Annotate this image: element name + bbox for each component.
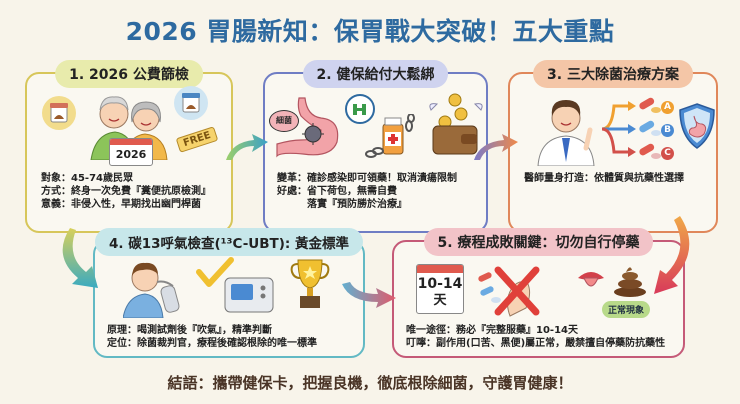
nhi-logo-icon [345,94,375,124]
stomach-shield-icon [678,102,716,150]
arrow-2-to-3 [474,134,518,160]
panel-title: 4. 碳13呼氣檢查(¹³C-UBT): 黃金標準 [94,228,364,256]
option-c-badge: C [661,147,674,160]
panel-insurance-coverage: 2. 健保給付大鬆綁 細菌 變革：確診感染即可領藥！取 [263,60,488,233]
calendar-2026: 2026 [109,138,153,166]
wallet-coins-icon [427,92,485,160]
panel-title: 2. 健保給付大鬆綁 [302,60,449,88]
panel-breath-test: 4. 碳13呼氣檢查(¹³C-UBT): 黃金標準 原理：喝測試劑後『吹 [93,228,365,358]
pills-icon [638,96,662,162]
doctor-icon [534,92,600,167]
stool-container-icon [50,103,68,123]
page-title: 2026 胃腸新知：保胃戰大突破！五大重點 [125,17,615,46]
panel-text: 原理：喝測試劑後『吹氣』，精準判斷 定位：除菌裁判官，療程後確認根除的唯一標準 [107,325,317,349]
stomach-bacteria-icon [271,96,351,158]
bitter-tongue-icon [576,268,606,296]
treatment-branch-arrows [598,96,638,162]
arrow-4-to-5 [342,282,396,308]
normal-phenomenon-tag: 正常現象 [602,301,651,318]
arrow-3-to-5 [654,216,690,294]
option-b-badge: B [661,124,674,137]
option-a-badge: A [661,101,674,114]
panel-title: 5. 療程成敗關鍵：切勿自行停藥 [423,228,654,256]
conclusion-text: 結語：攜帶健保卡，把握良機，徹底根除細菌，守護胃健康！ [167,374,573,392]
child-breath-test-icon [122,258,195,319]
panel-public-screening: 1. 2026 公費篩檢 2026 FREE 對象：4 [25,60,233,233]
panel-text: 對象：45-74歲民眾 方式：終身一次免費『糞便抗原檢測』 意義：非侵入性，早期… [41,173,211,210]
arrow-1-to-4 [62,228,98,288]
no-stopping-medicine-icon [476,260,542,320]
stool-sample-bubble-left [42,96,76,130]
panel-text: 變革：確診感染即可領藥！取消潰瘍限制 好處：省下荷包，無需自費 落實『預防勝於治… [277,173,457,210]
arrow-1-to-2 [226,134,268,160]
breath-analyzer-machine-icon [223,274,275,314]
panel-title: 3. 三大除菌治療方案 [533,60,693,88]
stool-container-icon [182,93,200,113]
panel-title: 1. 2026 公費篩檢 [55,60,203,88]
panel-treatment-options: 3. 三大除菌治療方案 A B C [508,60,718,233]
dark-stool-icon [612,264,648,298]
panel-treatment-compliance: 5. 療程成敗關鍵：切勿自行停藥 10-14 天 正常現象 唯一途徑：務必『完整… [392,228,685,358]
free-tag: FREE [175,126,219,153]
medicine-bottle-broken-chain-icon [363,113,419,162]
checkmark-icon [195,256,235,288]
bacteria-label: 細菌 [269,110,299,132]
trophy-icon [290,256,330,312]
panel-text: 醫師量身打造：依體質與抗藥性選擇 [524,173,684,184]
calendar-10-14-days: 10-14 天 [416,264,464,314]
stool-sample-bubble-right [174,86,208,120]
panel-text: 唯一途徑：務必『完整服藥』10-14天 叮嚀：副作用(口苦、黑便)屬正常，嚴禁擅… [406,325,666,349]
